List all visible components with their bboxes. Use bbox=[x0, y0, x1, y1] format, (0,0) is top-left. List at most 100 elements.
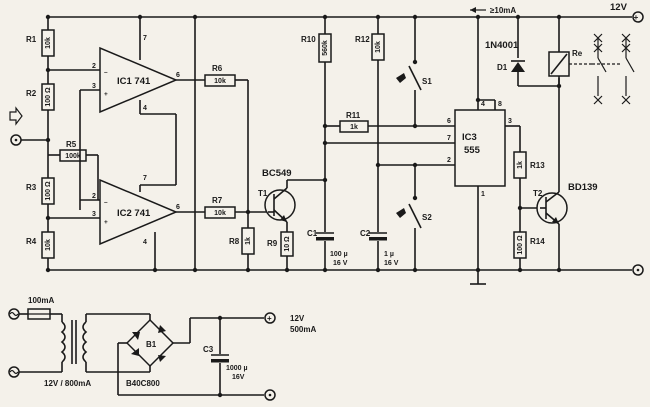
r9-value: 10 Ω bbox=[284, 236, 291, 252]
d1-type: 1N4001 bbox=[485, 40, 519, 51]
current-arrow-icon bbox=[470, 7, 486, 13]
svg-text:+: + bbox=[104, 219, 108, 226]
r1-name: R1 bbox=[26, 35, 37, 44]
r5-name: R5 bbox=[66, 140, 77, 149]
c2-name: C2 bbox=[360, 229, 371, 238]
transistor-t2 bbox=[536, 192, 568, 224]
switch-s1-button-icon bbox=[396, 73, 406, 83]
ic2-pin3: 3 bbox=[92, 211, 96, 218]
r2-value: 100 Ω bbox=[45, 87, 52, 107]
c3-name: C3 bbox=[203, 345, 214, 354]
diode-d1 bbox=[511, 62, 525, 72]
ic3-pin6: 6 bbox=[447, 118, 451, 125]
c1-name: C1 bbox=[307, 229, 318, 238]
supply-voltage-label: 12V bbox=[610, 2, 628, 13]
opamp-ic1: – + bbox=[48, 14, 205, 210]
ic1-pin2: 2 bbox=[92, 63, 96, 70]
c3-voltage: 16V bbox=[232, 374, 245, 381]
ic2-pin7: 7 bbox=[143, 175, 147, 182]
ic1-pin4: 4 bbox=[143, 105, 147, 112]
sensor-arrow-icon bbox=[9, 106, 23, 126]
resistor-r3 bbox=[41, 177, 55, 205]
timer-ic3 bbox=[454, 14, 520, 273]
current-note: ≥10mA bbox=[490, 6, 516, 15]
bridge-type: B40C800 bbox=[126, 379, 160, 388]
r11-name: R11 bbox=[346, 111, 361, 120]
svg-text:–: – bbox=[104, 69, 108, 76]
r1-value: 10k bbox=[45, 37, 52, 49]
ic3-pin4: 4 bbox=[481, 101, 485, 108]
ic1-label: IC1 741 bbox=[117, 76, 151, 87]
opamp-ic2: – + bbox=[48, 14, 205, 273]
switch-s2-button-icon bbox=[396, 208, 406, 218]
psu-out-voltage: 12V bbox=[290, 314, 305, 323]
r12-value: 10k bbox=[375, 41, 382, 53]
s1-label: S1 bbox=[422, 77, 432, 86]
psu-out-current: 500mA bbox=[290, 325, 316, 334]
ic3-pin2: 2 bbox=[447, 157, 451, 164]
driver-stage bbox=[204, 74, 325, 273]
t1-type: BC549 bbox=[262, 168, 292, 179]
ic1-pin3: 3 bbox=[92, 83, 96, 90]
r10-value: 560k bbox=[322, 40, 329, 56]
d1-name: D1 bbox=[497, 63, 508, 72]
r3-name: R3 bbox=[26, 183, 37, 192]
timer-network bbox=[316, 14, 455, 273]
transformer-rating: 12V / 800mA bbox=[44, 379, 91, 388]
r13-name: R13 bbox=[530, 161, 545, 170]
r7-name: R7 bbox=[212, 196, 223, 205]
ic3-pin7: 7 bbox=[447, 135, 451, 142]
ic3-pin1: 1 bbox=[481, 191, 485, 198]
r13-value: 1k bbox=[517, 161, 524, 169]
svg-text:+: + bbox=[634, 13, 639, 22]
ic1-pin6: 6 bbox=[176, 72, 180, 79]
r11-value: 1k bbox=[350, 124, 358, 131]
svg-text:+: + bbox=[104, 91, 108, 98]
r3-value: 100 Ω bbox=[45, 181, 52, 201]
s2-label: S2 bbox=[422, 213, 432, 222]
fuse-rating: 100mA bbox=[28, 296, 54, 305]
transformer-secondary bbox=[82, 321, 88, 363]
ic3-name: IC3 bbox=[462, 132, 477, 143]
r2-name: R2 bbox=[26, 89, 37, 98]
r4-name: R4 bbox=[26, 237, 37, 246]
r6-value: 10k bbox=[214, 78, 226, 85]
r10-name: R10 bbox=[301, 35, 316, 44]
t2-name: T2 bbox=[533, 189, 543, 198]
power-rails: + bbox=[48, 11, 644, 285]
r8-value: 1k bbox=[245, 237, 252, 245]
input-divider bbox=[9, 14, 98, 273]
svg-text:+: + bbox=[267, 314, 272, 323]
ic3-pin3: 3 bbox=[508, 118, 512, 125]
r8-name: R8 bbox=[229, 237, 240, 246]
svg-text:–: – bbox=[104, 199, 108, 206]
c3-value: 1000 µ bbox=[226, 365, 248, 372]
resistor-r4 bbox=[41, 231, 55, 259]
resistor-r2 bbox=[41, 83, 55, 111]
t1-name: T1 bbox=[258, 189, 268, 198]
r6-name: R6 bbox=[212, 64, 223, 73]
transformer-primary bbox=[60, 321, 66, 363]
r14-value: 100 Ω bbox=[517, 235, 524, 255]
c2-value: 1 µ bbox=[384, 251, 394, 258]
output-stage bbox=[511, 14, 635, 273]
c1-voltage: 16 V bbox=[333, 260, 348, 267]
ic2-pin2: 2 bbox=[92, 193, 96, 200]
ic2-pin4: 4 bbox=[143, 239, 147, 246]
r14-name: R14 bbox=[530, 237, 545, 246]
r12-name: R12 bbox=[355, 35, 370, 44]
c2-voltage: 16 V bbox=[384, 260, 399, 267]
r4-value: 10k bbox=[45, 239, 52, 251]
r5-value: 100k bbox=[65, 153, 81, 160]
ic2-label: IC2 741 bbox=[117, 208, 151, 219]
dc-plus-terminal bbox=[264, 312, 276, 324]
ic2-pin6: 6 bbox=[176, 204, 180, 211]
r7-value: 10k bbox=[214, 210, 226, 217]
resistor-r1 bbox=[41, 29, 55, 57]
t2-type: BD139 bbox=[568, 182, 598, 193]
ic3-type: 555 bbox=[464, 145, 481, 156]
bridge-name: B1 bbox=[146, 340, 157, 349]
r9-name: R9 bbox=[267, 239, 278, 248]
